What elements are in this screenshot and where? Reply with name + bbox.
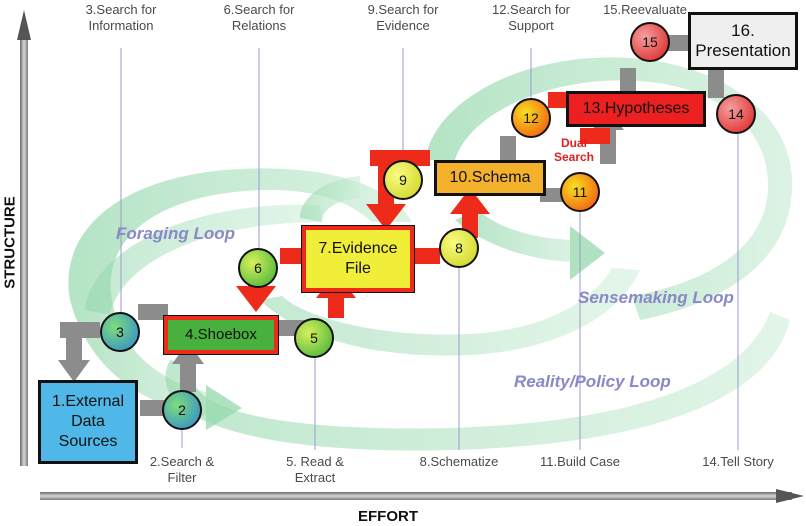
effort-axis-label: EFFORT [358, 508, 418, 525]
label-build-case: 11.Build Case [540, 454, 620, 469]
foraging-inner-band [85, 204, 640, 356]
label-search-evidence: 9.Search for Evidence [367, 2, 439, 33]
box-shoebox: 4.Shoebox [163, 315, 279, 355]
circle-step-11: 11 [560, 172, 600, 212]
circle-step-5: 5 [294, 318, 334, 358]
label-search-information: 3.Search for Information [85, 2, 157, 33]
box-schema: 10.Schema [434, 160, 546, 196]
dual-search-label: Dual Search [553, 136, 595, 164]
box-external-data-sources: 1.External Data Sources [38, 380, 138, 464]
label-read-extract: 5. Read & Extract [286, 454, 344, 485]
circle-step-9: 9 [383, 160, 423, 200]
label-search-filter: 2.Search & Filter [149, 454, 215, 485]
structure-axis-label: STRUCTURE [1, 196, 19, 289]
circle-step-6: 6 [238, 248, 278, 288]
label-schematize: 8.Schematize [419, 454, 499, 469]
box-presentation: 16. Presentation [688, 12, 798, 70]
box-evidence-file: 7.Evidence File [301, 225, 415, 293]
label-tell-story: 14.Tell Story [702, 454, 774, 469]
sensemaking-loop-band [425, 57, 793, 321]
label-reevaluate: 15.Reevaluate [603, 2, 687, 17]
circle-step-15: 15 [630, 22, 670, 62]
structure-axis-arrow [17, 10, 31, 466]
label-search-support: 12.Search for Support [491, 2, 571, 33]
reality-loop-band [165, 176, 790, 451]
circle-step-2: 2 [162, 390, 202, 430]
sensemaking-loop-label: Sensemaking Loop [578, 288, 734, 307]
circle-step-12: 12 [511, 98, 551, 138]
effort-axis-arrow [40, 489, 804, 503]
circle-step-14: 14 [716, 94, 756, 134]
label-search-relations: 6.Search for Relations [223, 2, 295, 33]
guide-lines [120, 48, 739, 450]
red-connectors [236, 92, 610, 318]
reality-policy-loop-label: Reality/Policy Loop [514, 372, 671, 391]
box-hypotheses: 13.Hypotheses [566, 91, 706, 127]
circle-step-8: 8 [439, 228, 479, 268]
foraging-loop-label: Foraging Loop [116, 224, 235, 243]
circle-step-3: 3 [100, 312, 140, 352]
